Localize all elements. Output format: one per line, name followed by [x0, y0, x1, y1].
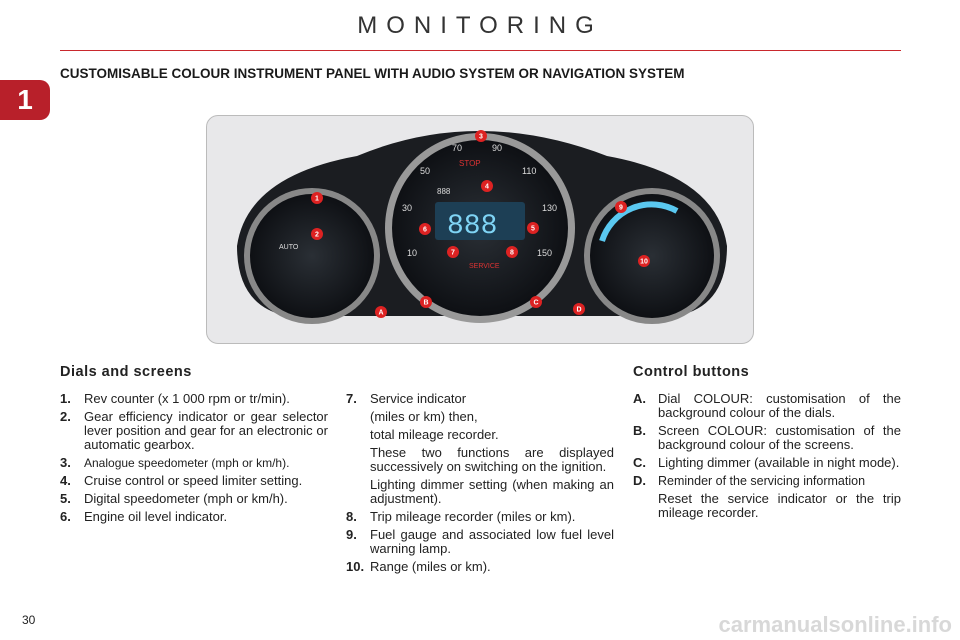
list-subtext: These two functions are displayed succes…	[370, 445, 614, 474]
list-item: A.Dial COLOUR: customisation of the back…	[633, 391, 901, 420]
list-item: 3.Analogue speedometer (mph or km/h).	[60, 455, 290, 471]
list-item: 5.Digital speedometer (mph or km/h).	[60, 491, 288, 506]
svg-text:8: 8	[510, 250, 514, 257]
dials-list: 1.Rev counter (x 1 000 rpm or tr/min). 2…	[60, 392, 328, 528]
svg-text:7: 7	[451, 250, 455, 257]
service-indicator: SERVICE	[469, 263, 500, 270]
svg-text:70: 70	[452, 143, 462, 153]
list-item: 4.Cruise control or speed limiter settin…	[60, 473, 303, 488]
title-divider	[60, 50, 901, 51]
list-item: B.Screen COLOUR: customisation of the ba…	[633, 423, 901, 452]
list-subtext: Reset the service indicator or the trip …	[658, 491, 901, 520]
svg-text:1: 1	[315, 196, 319, 203]
svg-text:6: 6	[423, 227, 427, 234]
gear-mode-label: AUTO	[279, 244, 299, 251]
controls-list: A.Dial COLOUR: customisation of the back…	[633, 392, 901, 524]
list-item: C.Lighting dimmer (available in night mo…	[633, 455, 900, 470]
svg-text:D: D	[576, 307, 581, 314]
list-item: 9.Fuel gauge and associated low fuel lev…	[346, 527, 614, 556]
svg-text:5: 5	[531, 226, 535, 233]
svg-text:3: 3	[479, 134, 483, 141]
stop-indicator: STOP	[459, 159, 481, 168]
list-item: 10.Range (miles or km).	[346, 559, 491, 574]
page-title: MONITORING	[357, 12, 603, 39]
list-subtext: Lighting dimmer setting (when making an …	[370, 477, 614, 506]
list-subtext: (miles or km) then,	[370, 409, 478, 424]
digital-speed-display: 888	[447, 211, 497, 242]
svg-text:150: 150	[537, 248, 552, 258]
svg-text:110: 110	[522, 166, 536, 176]
list-item: 1.Rev counter (x 1 000 rpm or tr/min).	[60, 391, 290, 406]
svg-text:50: 50	[420, 166, 430, 176]
svg-text:4: 4	[485, 184, 489, 191]
list-item: 6.Engine oil level indicator.	[60, 509, 228, 524]
svg-text:C: C	[533, 300, 538, 307]
svg-text:A: A	[378, 310, 383, 317]
cruise-display: 888	[437, 187, 451, 196]
watermark: carmanualsonline.info	[718, 612, 953, 637]
list-item: 8.Trip mileage recorder (miles or km).	[346, 509, 576, 524]
dials-list-continued: 7.Service indicator (miles or km) then, …	[346, 392, 614, 578]
svg-text:9: 9	[619, 205, 623, 212]
list-item: 2.Gear efficiency indicator or gear sele…	[60, 409, 328, 452]
list-item: D.Reminder of the servicing information	[633, 473, 866, 489]
controls-heading: Control buttons	[633, 364, 750, 380]
svg-text:30: 30	[402, 203, 412, 213]
svg-text:90: 90	[492, 143, 502, 153]
list-item: 7.Service indicator	[346, 391, 467, 406]
svg-text:130: 130	[542, 203, 557, 213]
svg-text:2: 2	[315, 232, 319, 239]
svg-text:10: 10	[640, 259, 648, 266]
page-number: 30	[22, 613, 36, 627]
section-heading: CUSTOMISABLE COLOUR INSTRUMENT PANEL WIT…	[60, 66, 685, 81]
dials-heading: Dials and screens	[60, 364, 192, 380]
svg-text:10: 10	[407, 248, 417, 258]
chapter-tab: 1	[0, 80, 50, 120]
svg-text:B: B	[423, 300, 428, 307]
list-subtext: total mileage recorder.	[370, 427, 499, 442]
